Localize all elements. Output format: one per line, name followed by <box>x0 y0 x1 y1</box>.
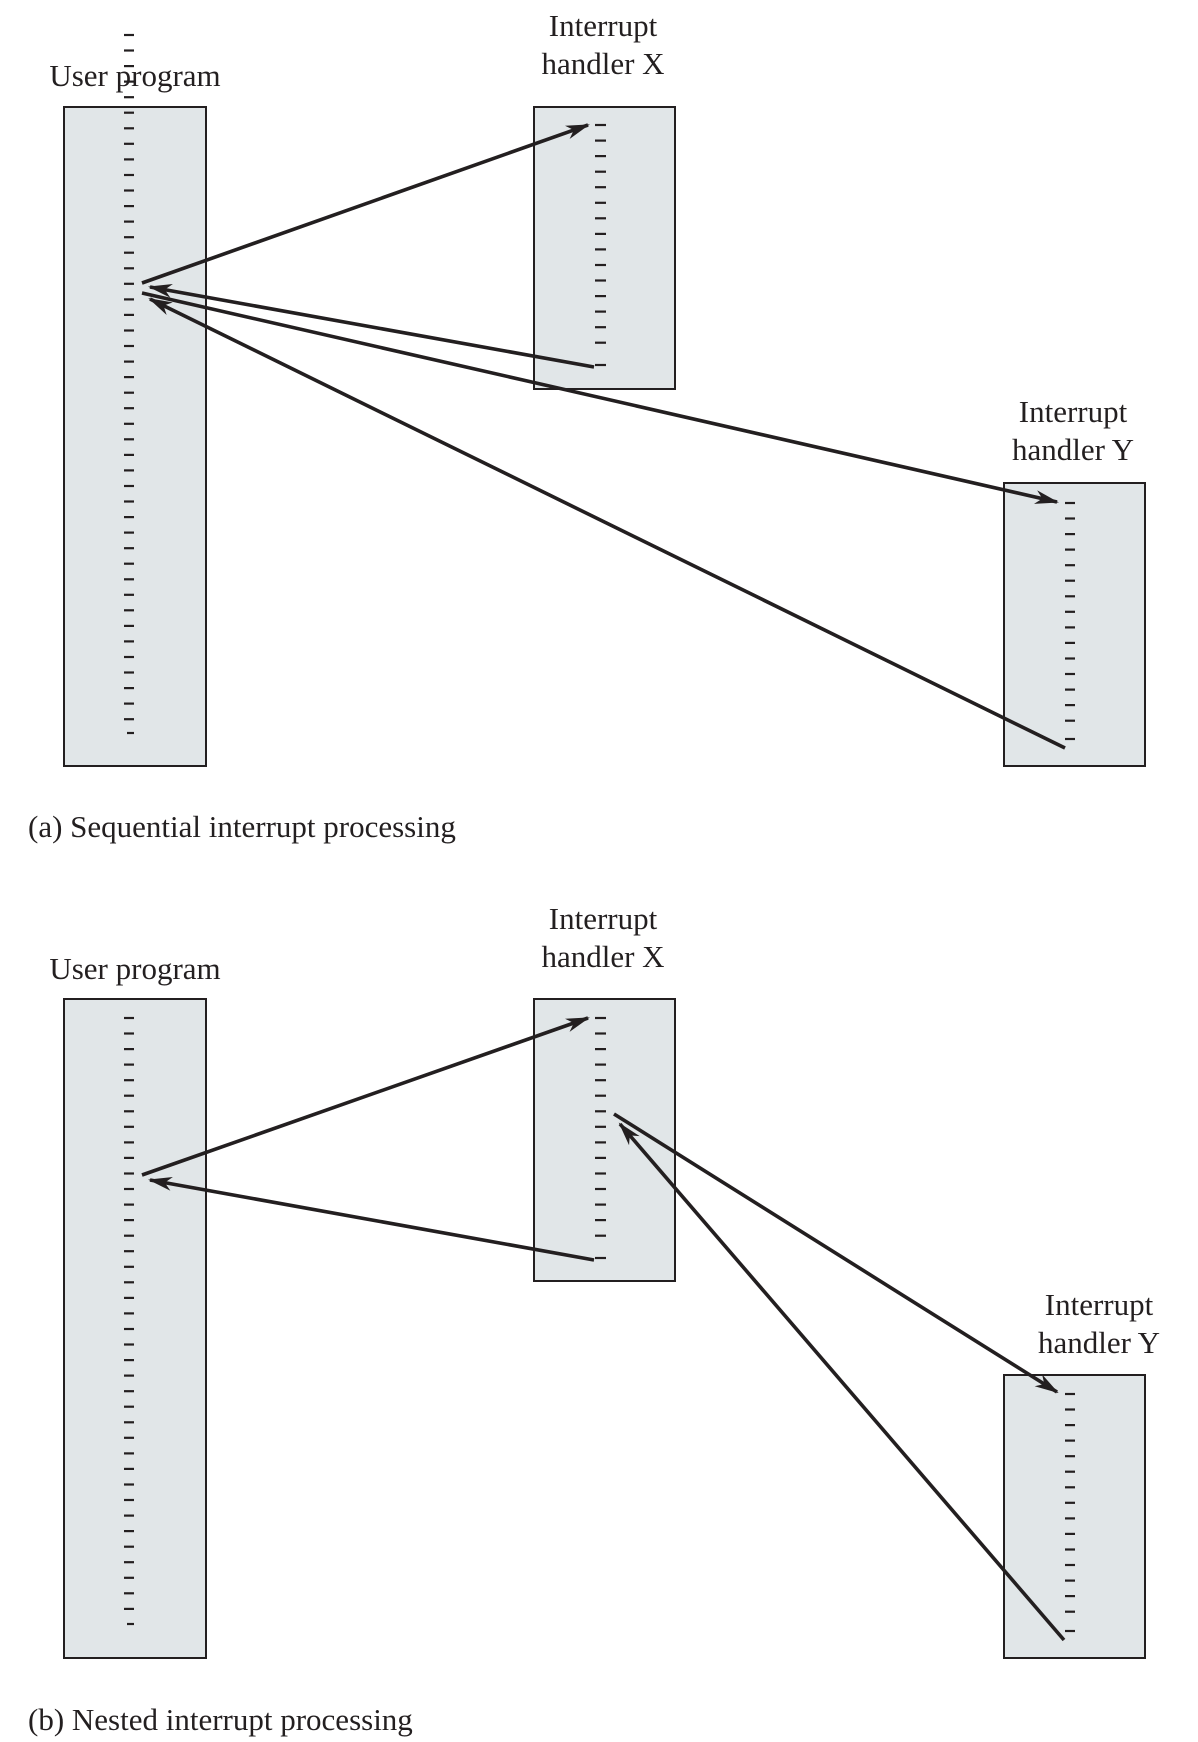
arrow-user-to-handler-y <box>141 291 1059 504</box>
handler-x-box <box>533 998 676 1282</box>
user-program-label: User program <box>49 58 220 93</box>
user-program-box <box>63 998 207 1659</box>
arrow-handler-x-to-handler-y <box>613 1112 1059 1394</box>
handler-y-label-line1: Interrupt <box>1045 1287 1154 1322</box>
handler-y-label-line2: handler Y <box>1038 1325 1160 1360</box>
handler-x-instructions <box>595 123 606 367</box>
arrow-handler-y-return <box>618 1122 1066 1642</box>
arrow-user-to-handler-x <box>141 1016 590 1177</box>
arrow-handler-y-return <box>148 297 1066 750</box>
handler-y-instructions <box>1065 1392 1075 1633</box>
arrow-user-to-handler-x <box>141 123 590 285</box>
handler-y-instructions <box>1065 501 1075 741</box>
panel-b-nested: User program Interrupt handler X Interru… <box>28 901 1160 1737</box>
arrow-handler-x-return <box>148 284 595 369</box>
user-program-label: User program <box>49 951 220 986</box>
handler-x-label-line1: Interrupt <box>549 901 658 936</box>
arrow-handler-x-return <box>148 1177 595 1262</box>
handler-x-box <box>533 106 676 390</box>
handler-y-label-line1: Interrupt <box>1019 394 1128 429</box>
caption-a: (a) Sequential interrupt processing <box>28 809 456 844</box>
caption-b: (b) Nested interrupt processing <box>28 1702 413 1737</box>
handler-x-label-line2: handler X <box>541 46 664 81</box>
handler-x-instructions <box>595 1016 606 1260</box>
handler-y-box <box>1003 482 1146 767</box>
user-program-box <box>63 106 207 767</box>
handler-y-label-line2: handler Y <box>1012 432 1134 467</box>
handler-y-box <box>1003 1374 1146 1659</box>
panel-a-sequential: User program Interrupt handler X Interru… <box>28 8 1146 844</box>
user-program-instructions <box>124 33 134 735</box>
handler-x-label-line1: Interrupt <box>549 8 658 43</box>
handler-x-label-line2: handler X <box>541 939 664 974</box>
user-program-instructions <box>124 1016 134 1626</box>
